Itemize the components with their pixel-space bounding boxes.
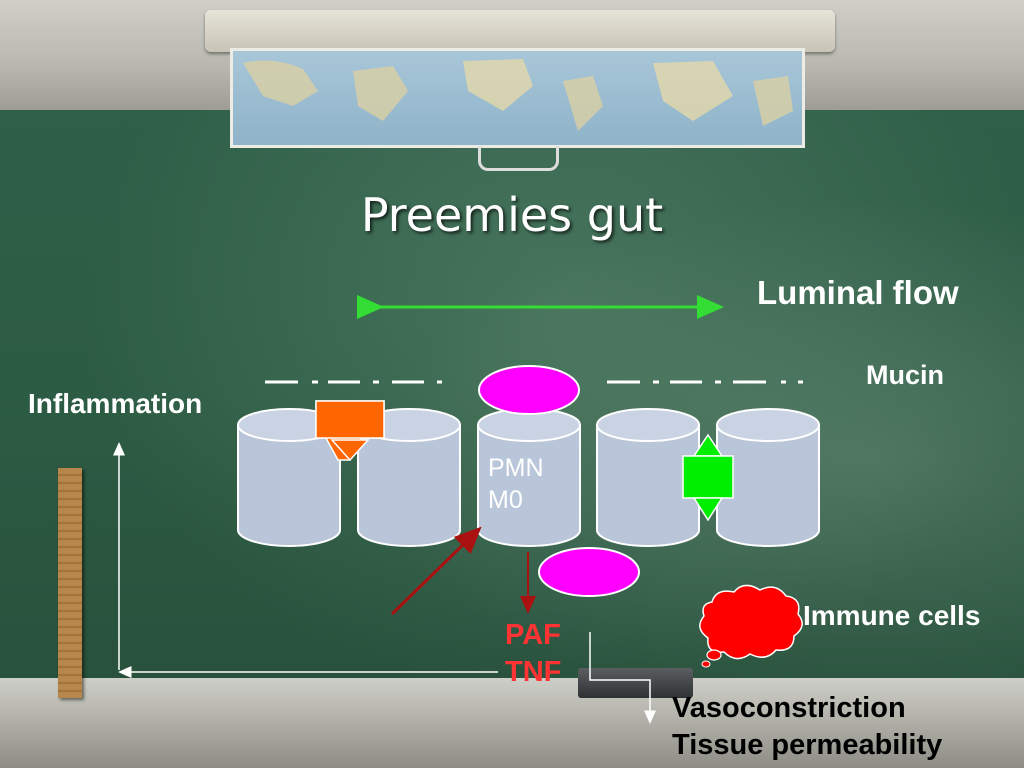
luminal-flow-label: Luminal flow xyxy=(757,274,959,311)
map-pull-handle xyxy=(478,146,559,171)
pmn-label: PMN xyxy=(488,454,544,482)
inflammation-label: Inflammation xyxy=(28,388,203,419)
chalk-tray xyxy=(0,678,1024,768)
epithelial-cell-5 xyxy=(716,408,820,547)
paf-label: PAF xyxy=(505,619,561,651)
epithelial-cell-4 xyxy=(596,408,700,547)
green-vertical-arrow xyxy=(682,433,734,522)
mediators-label: PAF TNF xyxy=(505,617,561,691)
mucin-label: Mucin xyxy=(866,360,944,390)
outcome-label: Vasoconstriction Tissue permeability xyxy=(672,690,942,764)
epithelial-cell-1 xyxy=(237,408,341,547)
epithelial-cell-3 xyxy=(477,408,581,547)
tissue-permeability-label: Tissue permeability xyxy=(672,729,943,761)
cell-type-label: PMN M0 xyxy=(488,452,544,516)
outcome-connector xyxy=(589,632,656,724)
immune-cells-label: Immune cells xyxy=(803,600,981,631)
m0-label: M0 xyxy=(488,486,523,514)
eraser-icon xyxy=(578,668,693,698)
vasoconstriction-label: Vasoconstriction xyxy=(672,692,906,724)
ruler-icon xyxy=(58,468,82,698)
tnf-label: TNF xyxy=(505,656,562,688)
slide-title: Preemies gut xyxy=(360,188,664,242)
stimulus-diagonal-arrow xyxy=(390,526,482,616)
cloud-icon xyxy=(699,584,803,668)
map-icon xyxy=(230,48,805,148)
immune-oval-bottom xyxy=(538,547,640,597)
mucin-oval-top xyxy=(478,365,580,415)
map-roller xyxy=(205,10,835,52)
